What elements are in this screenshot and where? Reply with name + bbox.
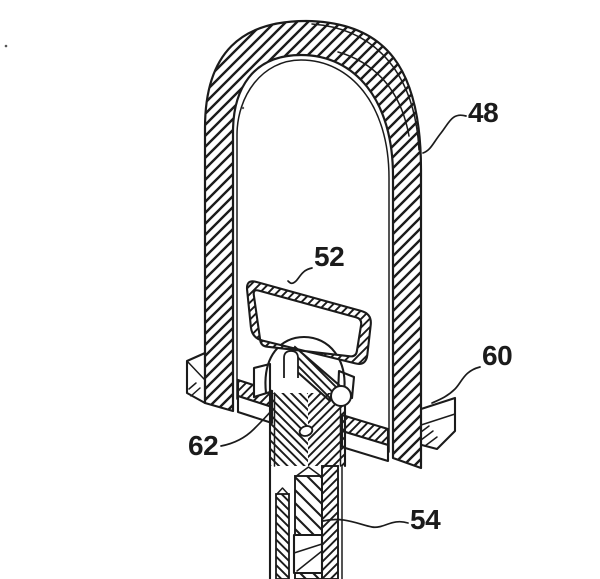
- crossbar-left-bevel-line: [186, 360, 205, 380]
- crossbar-right-hatch-ticks: [420, 425, 438, 447]
- leader-60: [431, 366, 481, 404]
- bail-48: [203, 19, 423, 470]
- cross-pin-end-cap: [330, 385, 352, 407]
- plate-frame-hatch: [246, 281, 371, 364]
- crossbar-right-bevel-line: [436, 430, 456, 450]
- shaft-slot-detail: [293, 543, 323, 572]
- leader-62: [220, 410, 272, 447]
- label-52: 52: [314, 241, 344, 272]
- leader-54: [322, 518, 409, 529]
- print-speck: [241, 106, 245, 110]
- label-62: 62: [188, 430, 218, 461]
- bail-seam-line-outer: [311, 23, 420, 151]
- plate-52: [245, 280, 372, 365]
- shaft-band-left-chevron: [275, 487, 290, 496]
- print-speck: [4, 44, 8, 48]
- label-54: 54: [410, 504, 441, 535]
- reference-labels: 48 52 60 62 54: [188, 97, 513, 535]
- crossbar-left-hatch-ticks: [188, 382, 201, 397]
- shaft-pivot-hole: [298, 425, 314, 437]
- label-48: 48: [468, 97, 498, 128]
- crossbar-right-face-divider: [417, 413, 456, 427]
- bail-band-hatch: [203, 19, 423, 470]
- shaft-band-right: [321, 465, 339, 579]
- bail-inner-wall-line: [236, 59, 390, 453]
- shaft-tip: [283, 350, 299, 378]
- collar-dome-outline: [264, 335, 346, 395]
- bail-seam-line-inner: [337, 51, 410, 137]
- leader-52: [287, 267, 313, 285]
- leader-48: [422, 114, 467, 154]
- shaft-band-middle-chevron: [294, 466, 323, 478]
- shaft-band-left: [275, 493, 290, 579]
- shaft-54: [268, 391, 347, 579]
- plate-frame-outline: [245, 280, 372, 365]
- label-60: 60: [482, 340, 512, 371]
